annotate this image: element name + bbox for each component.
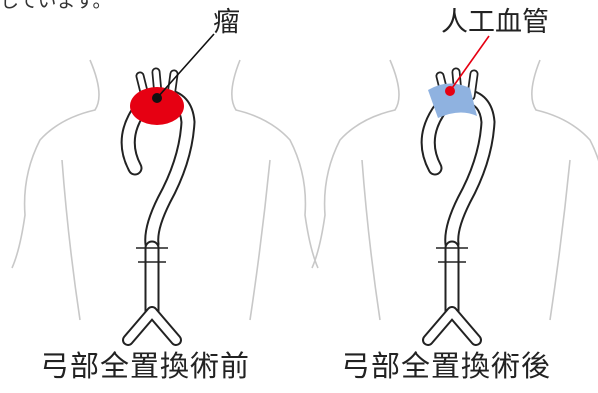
tumor-leader-line xyxy=(157,34,214,98)
panel-before xyxy=(12,34,318,340)
caption-after: 弓部全置換術後 xyxy=(341,352,551,381)
aneurysm-shape xyxy=(130,87,184,125)
tumor-label: 瘤 xyxy=(213,9,240,36)
panel-after xyxy=(312,36,598,340)
graft-label: 人工血管 xyxy=(441,9,549,36)
caption-before: 弓部全置換術前 xyxy=(40,352,250,381)
